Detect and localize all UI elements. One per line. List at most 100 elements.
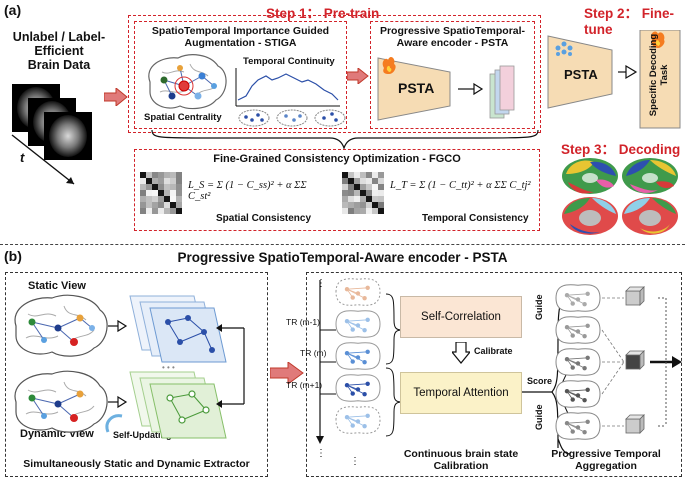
matrix-cell [378, 184, 384, 190]
step2-title: Step 2： Fine-tune [584, 6, 675, 37]
matrix-cell [354, 172, 360, 178]
matrix-cell [152, 184, 158, 190]
matrix-cell [152, 196, 158, 202]
extractor-box [5, 272, 268, 477]
brain-graph [555, 348, 601, 376]
matrix-cell [164, 172, 170, 178]
svg-text:⋮: ⋮ [316, 278, 326, 289]
matrix-cell [366, 196, 372, 202]
matrix-cell [378, 172, 384, 178]
matrix-cell [348, 178, 354, 184]
matrix-cell [378, 190, 384, 196]
psta-title-line-1: Progressive SpatioTemporal- [379, 25, 526, 37]
section-divider [0, 244, 685, 245]
psta-pretrain-title: Progressive SpatioTemporal- Aware encode… [370, 25, 535, 49]
fgco-box [134, 149, 540, 231]
matrix-cell [164, 196, 170, 202]
timeline-brains: ⋮ [335, 278, 381, 466]
matrix-cell [366, 184, 372, 190]
matrix-cell [372, 178, 378, 184]
aggregation-cube [625, 286, 645, 306]
matrix-cell [140, 208, 146, 214]
matrix-cell [152, 190, 158, 196]
stiga-title: SpatioTemporal Importance Guided Augment… [134, 25, 347, 49]
matrix-cell [152, 178, 158, 184]
matrix-cell [366, 208, 372, 214]
matrix-cell [342, 202, 348, 208]
matrix-cell [152, 202, 158, 208]
self-updating-label: Self-Updating [113, 430, 172, 440]
input-data-title: Unlabel / Label- Efficient Brain Data [0, 30, 118, 72]
matrix-cell [140, 178, 146, 184]
brain-graph [555, 284, 601, 312]
part-b-title: Progressive SpatioTemporal-Aware encoder… [177, 250, 508, 265]
matrix-cell [342, 172, 348, 178]
matrix-cell [170, 172, 176, 178]
matrix-cell [170, 196, 176, 202]
spatial-consistency-matrix [140, 172, 182, 214]
matrix-cell [378, 178, 384, 184]
matrix-cell [146, 184, 152, 190]
matrix-cell [372, 190, 378, 196]
score-label: Score [527, 376, 553, 386]
matrix-cell [164, 208, 170, 214]
step1-title: Step 1： Pre-train [266, 6, 380, 21]
aggregation-title-line-2: Aggregation [575, 460, 637, 472]
matrix-cell [342, 196, 348, 202]
temporal-consistency-matrix [342, 172, 384, 214]
calibration-title-line-1: Continuous brain state [403, 448, 519, 460]
psta-finetune-label: PSTA [564, 67, 598, 82]
matrix-cell [176, 184, 182, 190]
matrix-cell [170, 208, 176, 214]
matrix-cell [366, 172, 372, 178]
matrix-cell [348, 196, 354, 202]
matrix-cell [146, 208, 152, 214]
guide-label-top: Guide [534, 294, 544, 320]
matrix-cell [164, 202, 170, 208]
aggregation-diagram [555, 284, 682, 440]
matrix-cell [372, 202, 378, 208]
spatial-consistency-label: Spatial Consistency [216, 213, 312, 224]
matrix-cell [170, 202, 176, 208]
matrix-cell [146, 196, 152, 202]
brain-graph [335, 406, 381, 434]
input-title-line-1: Unlabel / Label- [12, 30, 106, 44]
decoded-brain-maps [562, 158, 678, 235]
stiga-to-psta-arrow [347, 68, 369, 84]
stiga-title-line-2: Augmentation - STIGA [184, 37, 297, 49]
matrix-cell [360, 184, 366, 190]
temporal-formula: L_T = Σ (1 − C_tt)² + α ΣΣ C_tj² [390, 180, 531, 191]
aggregation-cube [625, 350, 645, 370]
matrix-cell [366, 202, 372, 208]
aggregation-title: Progressive Temporal Aggregation [536, 448, 676, 472]
spatial-centrality-label: Spatial Centrality [144, 112, 222, 123]
matrix-cell [372, 208, 378, 214]
matrix-cell [176, 208, 182, 214]
matrix-cell [360, 202, 366, 208]
step3-title: Step 3： Decoding [561, 142, 681, 157]
matrix-cell [176, 178, 182, 184]
matrix-cell [158, 172, 164, 178]
matrix-cell [140, 184, 146, 190]
tr-label-2: TR (m) [300, 348, 327, 358]
psta-pretrain-label: PSTA [398, 80, 435, 96]
psta-pretrain-box [370, 21, 535, 129]
matrix-cell [164, 190, 170, 196]
pretrain-box [128, 15, 541, 133]
matrix-cell [176, 190, 182, 196]
matrix-cell [372, 184, 378, 190]
temporal-continuity-label: Temporal Continuity [243, 56, 335, 67]
calibration-title-line-2: Calibration [433, 460, 489, 472]
aggregation-link [601, 329, 625, 363]
matrix-cell [372, 172, 378, 178]
stiga-brain-graph [148, 54, 227, 110]
aggregation-title-line-1: Progressive Temporal [551, 448, 661, 460]
matrix-cell [354, 196, 360, 202]
matrix-cell [366, 190, 372, 196]
matrix-cell [146, 172, 152, 178]
calibrate-arrow [452, 342, 470, 364]
self-correlation-box: Self-Correlation [400, 296, 522, 338]
temporal-attention-box: Temporal Attention [400, 372, 522, 414]
matrix-cell [348, 172, 354, 178]
temporal-consistency-label: Temporal Consistency [422, 213, 529, 224]
